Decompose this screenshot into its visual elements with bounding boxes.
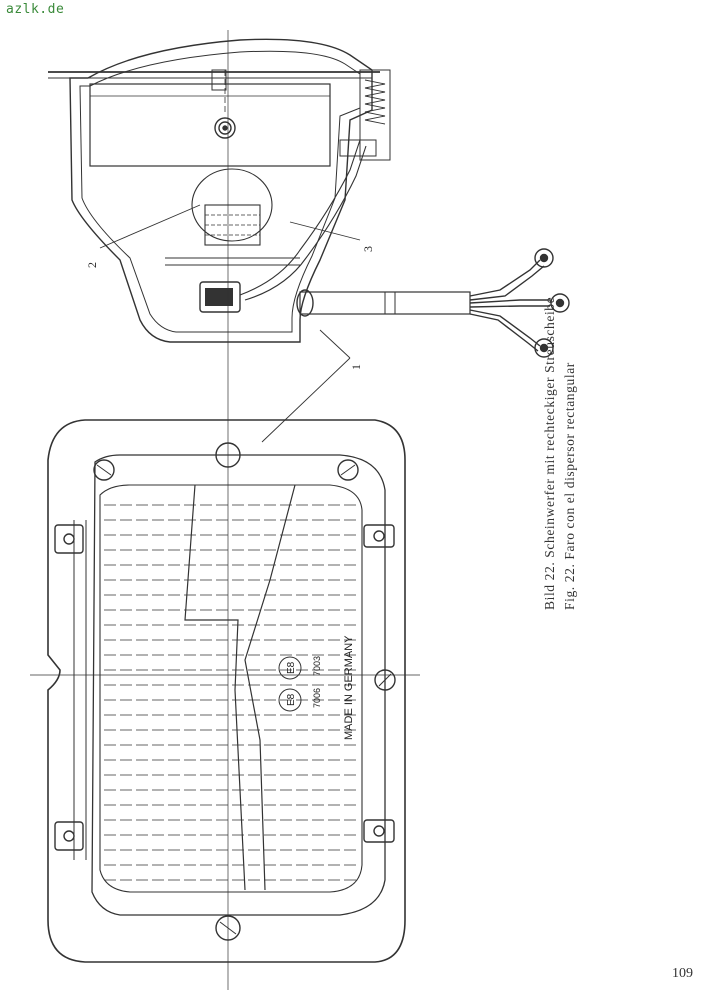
- socket: [199, 281, 241, 313]
- callout-2: 2: [85, 262, 99, 268]
- figure-caption: Bild 22. Scheinwerfer mit rechteckiger S…: [540, 130, 596, 610]
- leader-1b: [319, 329, 351, 359]
- lens-made-in: MADE IN GERMANY: [343, 635, 355, 740]
- wire-top: [469, 259, 541, 297]
- rim-screw-4: [374, 669, 396, 691]
- terminal-top: [534, 248, 554, 268]
- terminal-mid: [550, 293, 570, 313]
- lens-flutes: [104, 504, 356, 881]
- spring-mechanism: [359, 69, 391, 161]
- watermark: azlk.de: [6, 2, 65, 17]
- bracket-br: [363, 819, 395, 843]
- internal-wire: [239, 139, 361, 296]
- leader-2: [99, 204, 201, 249]
- caption-spanish: Fig. 22. Faro con el dispersor rectangul…: [562, 362, 577, 610]
- rim-screw-1: [215, 442, 241, 468]
- lens-num-a: 7006: [312, 688, 322, 708]
- bracket-tl: [54, 524, 84, 554]
- caption-german: Bild 22. Scheinwerfer mit rechteckiger S…: [542, 296, 557, 610]
- front-inner-rim: [91, 454, 386, 916]
- wire-bottom: [469, 309, 541, 347]
- wire-mid: [469, 299, 550, 304]
- leader-1a: [261, 357, 351, 443]
- housing-outline: [69, 38, 373, 343]
- housing-inner: [79, 50, 361, 333]
- front-view-headlamp: [47, 419, 406, 963]
- rim-screw-2: [93, 459, 115, 481]
- callout-1: 1: [349, 364, 363, 370]
- front-outer-rim: [47, 419, 406, 963]
- lens-code-b: E8: [286, 661, 297, 674]
- adjust-screw-outer: [214, 117, 236, 139]
- terminal-bottom: [534, 338, 554, 358]
- lens-center-zone: [184, 484, 246, 891]
- rim-screw-3: [337, 459, 359, 481]
- approval-circle-a: [278, 688, 302, 712]
- leader-3: [289, 221, 361, 241]
- bracket-bl: [54, 821, 84, 851]
- side-view-headlamp: [48, 38, 570, 443]
- lens-num-b: 7003: [312, 656, 322, 676]
- reflector-box: [89, 83, 331, 167]
- callout-3: 3: [361, 246, 375, 252]
- page-number: 109: [672, 966, 693, 981]
- approval-circle-b: [278, 656, 302, 680]
- bracket-tr: [363, 524, 395, 548]
- lens-outline: [99, 484, 363, 893]
- lens-code-a: E8: [286, 693, 297, 706]
- bulb: [191, 168, 273, 242]
- rim-screw-5: [215, 915, 241, 941]
